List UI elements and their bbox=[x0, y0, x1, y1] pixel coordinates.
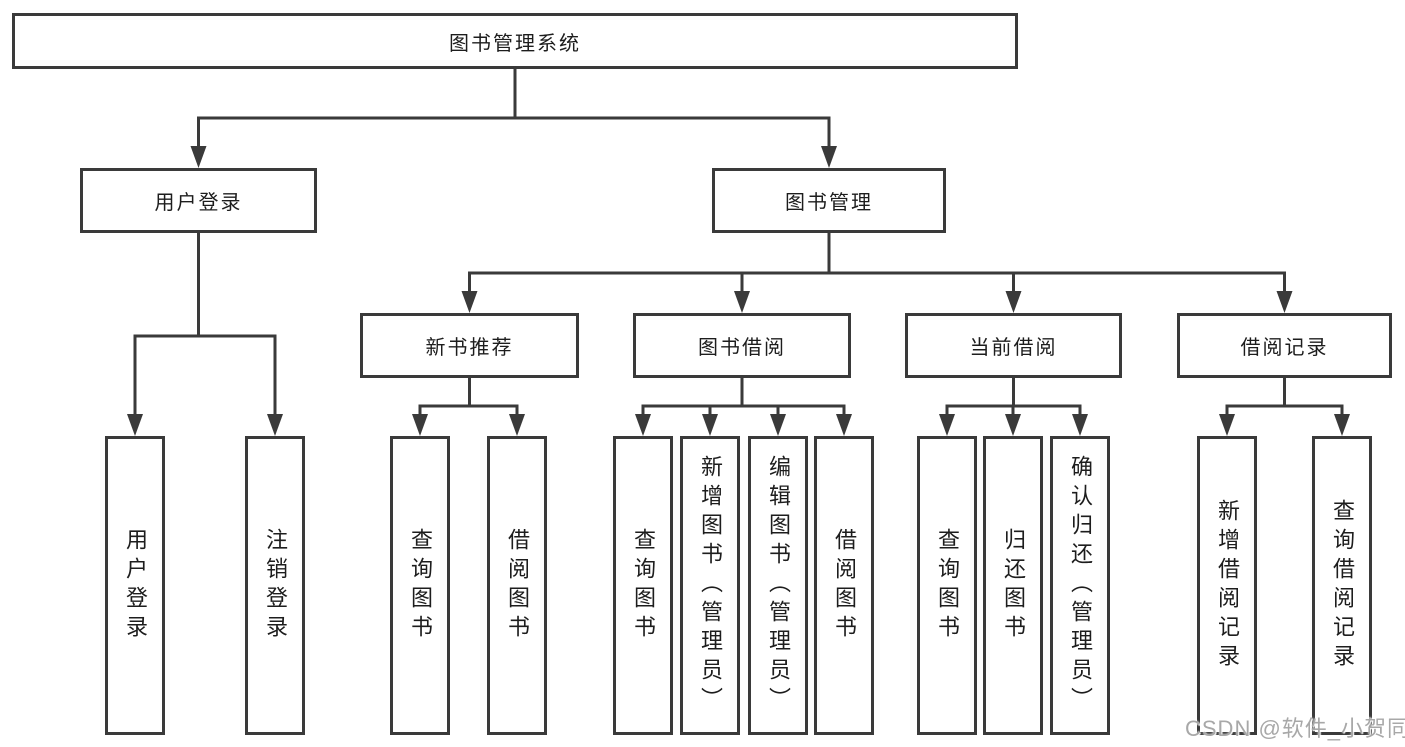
leaf-label: 注销登录 bbox=[263, 527, 288, 644]
leaf-label: 确认归还（管理员） bbox=[1068, 455, 1093, 716]
leaf-label: 归还图书 bbox=[1001, 527, 1026, 644]
leaf-query-books: 查询图书 bbox=[390, 436, 450, 735]
leaf-query-books: 查询图书 bbox=[613, 436, 673, 735]
node-label: 新书推荐 bbox=[425, 337, 514, 359]
leaf-logout: 注销登录 bbox=[245, 436, 305, 735]
node-label: 图书管理 bbox=[785, 192, 873, 214]
node-user-login: 用户登录 bbox=[80, 168, 317, 233]
leaf-label: 查询图书 bbox=[935, 527, 960, 644]
leaf-edit-books-admin: 编辑图书（管理员） bbox=[748, 436, 808, 735]
node-label: 用户登录 bbox=[154, 192, 243, 214]
node-current-borrow: 当前借阅 bbox=[905, 313, 1122, 378]
leaf-add-borrow-record: 新增借阅记录 bbox=[1197, 436, 1257, 735]
leaf-borrow-books: 借阅图书 bbox=[487, 436, 547, 735]
leaf-query-borrow-record: 查询借阅记录 bbox=[1312, 436, 1372, 735]
node-new-book-recommend: 新书推荐 bbox=[360, 313, 579, 378]
leaf-label: 借阅图书 bbox=[832, 527, 857, 644]
leaf-label: 查询图书 bbox=[631, 527, 656, 644]
csdn-watermark: CSDN @软件_小贺同学 bbox=[1185, 716, 1405, 741]
node-label: 借阅记录 bbox=[1240, 337, 1329, 359]
node-book-management: 图书管理 bbox=[712, 168, 946, 233]
leaf-label: 编辑图书（管理员） bbox=[766, 455, 791, 716]
node-label: 当前借阅 bbox=[969, 337, 1058, 359]
leaf-label: 新增借阅记录 bbox=[1215, 498, 1240, 673]
leaf-label: 用户登录 bbox=[123, 527, 148, 644]
leaf-confirm-return-admin: 确认归还（管理员） bbox=[1050, 436, 1110, 735]
node-borrow-records: 借阅记录 bbox=[1177, 313, 1392, 378]
leaf-user-login: 用户登录 bbox=[105, 436, 165, 735]
leaf-add-books-admin: 新增图书（管理员） bbox=[680, 436, 740, 735]
leaf-label: 新增图书（管理员） bbox=[698, 455, 723, 716]
node-book-borrow: 图书借阅 bbox=[633, 313, 851, 378]
leaf-label: 查询借阅记录 bbox=[1330, 498, 1355, 673]
leaf-label: 查询图书 bbox=[408, 527, 433, 644]
leaf-query-books: 查询图书 bbox=[917, 436, 977, 735]
node-label: 图书管理系统 bbox=[449, 32, 581, 55]
node-label: 图书借阅 bbox=[698, 337, 786, 359]
leaf-borrow-books: 借阅图书 bbox=[814, 436, 874, 735]
leaf-return-books: 归还图书 bbox=[983, 436, 1043, 735]
node-library-management-system: 图书管理系统 bbox=[12, 13, 1018, 69]
leaf-label: 借阅图书 bbox=[505, 527, 530, 644]
